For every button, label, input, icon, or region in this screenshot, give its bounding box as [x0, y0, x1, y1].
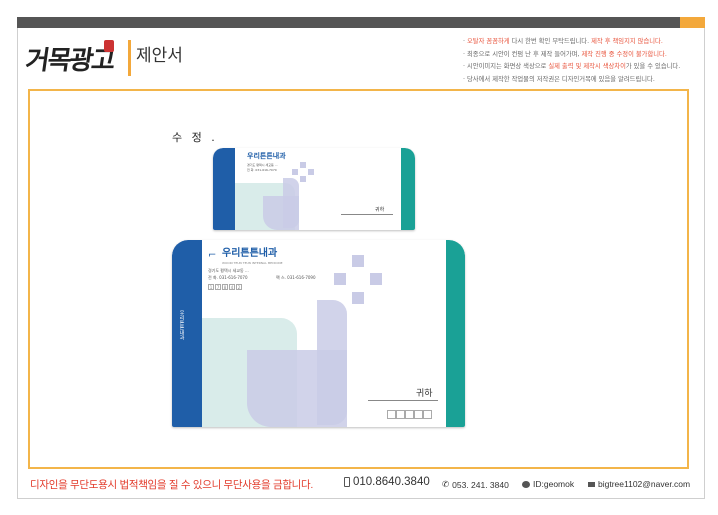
- envelope-small: 우리튼튼내과 경기도 평택시 세교동 ... 전 화. 031-616-7070…: [213, 148, 415, 230]
- envelope-large: 우리튼튼내과 우리튼튼내과 ⌐ WOORI TEUN TEUN INTERNAL…: [172, 240, 465, 427]
- brand-name: 우리튼튼내과: [247, 152, 286, 160]
- spine-brand: 우리튼튼내과: [178, 310, 185, 340]
- phone-contact: ✆053. 241. 3840: [442, 479, 509, 490]
- address-text: 경기도 평택시 세교동 ...: [247, 163, 278, 167]
- recipient-label: 귀하: [375, 207, 385, 213]
- notice-list: · 오탈자 꼼꼼하게 다시 한번 확인 부탁드립니다. 제작 후 책임지지 않습…: [463, 36, 680, 86]
- zip-digit: 7: [215, 284, 221, 290]
- kakao-contact: ID:geomok: [522, 479, 574, 489]
- mobile-icon: [344, 477, 350, 487]
- zip-digit: 1: [208, 284, 214, 290]
- zip-digit: 2: [236, 284, 242, 290]
- notice-line: · 오탈자 꼼꼼하게 다시 한번 확인 부탁드립니다. 제작 후 책임지지 않습…: [463, 38, 663, 45]
- fax-text: 팩 스. 031-616-7090: [276, 275, 316, 280]
- tel-text: 전 화. 031-616-7070: [208, 275, 248, 280]
- phone-icon: ✆: [442, 479, 450, 489]
- brand-name: 우리튼튼내과: [222, 248, 278, 259]
- top-bar: [17, 17, 680, 28]
- notice-line: · 당사에서 제작한 작업물의 저작권은 디자인거목에 있음을 알려드립니다.: [463, 75, 655, 83]
- notice-line: · 시안이미지는 화면상 색상으로 실제 출력 및 제작시 색상차이가 있을 수…: [463, 63, 681, 70]
- page-title: 제안서: [136, 46, 183, 66]
- title-divider: [128, 40, 131, 76]
- mail-icon: [588, 481, 595, 487]
- copyright-warning: 디자인을 무단도용시 법적책임을 질 수 있으니 무단사용을 금합니다.: [30, 479, 314, 491]
- revision-note: 수 정 .: [172, 131, 218, 144]
- address-text: 경기도 평택시 세교동 ...: [208, 268, 249, 273]
- brand-logo-icon: ⌐: [208, 250, 217, 261]
- notice-line: · 최종으로 시안이 컨펌 난 후 제작 들어가며, 제작 진행 중 수정이 불…: [463, 50, 667, 58]
- zip-digit: 8: [222, 284, 228, 290]
- zip-digit: 4: [229, 284, 235, 290]
- email-contact: bigtree1102@naver.com: [588, 479, 690, 489]
- proposal-area: [28, 89, 689, 469]
- mobile-contact: 010.8640.3840: [344, 476, 430, 488]
- company-logo: 거목광고: [23, 46, 116, 76]
- recipient-zip-boxes: [387, 405, 432, 423]
- chat-icon: [522, 480, 530, 488]
- logo-seal-icon: [104, 40, 114, 52]
- brand-subtitle: WOORI TEUN TEUN INTERNAL MEDICINE: [222, 261, 283, 265]
- tel-text: 전 화. 031-616-7070: [247, 168, 277, 172]
- recipient-label: 귀하: [416, 389, 433, 399]
- top-bar-accent: [680, 17, 705, 28]
